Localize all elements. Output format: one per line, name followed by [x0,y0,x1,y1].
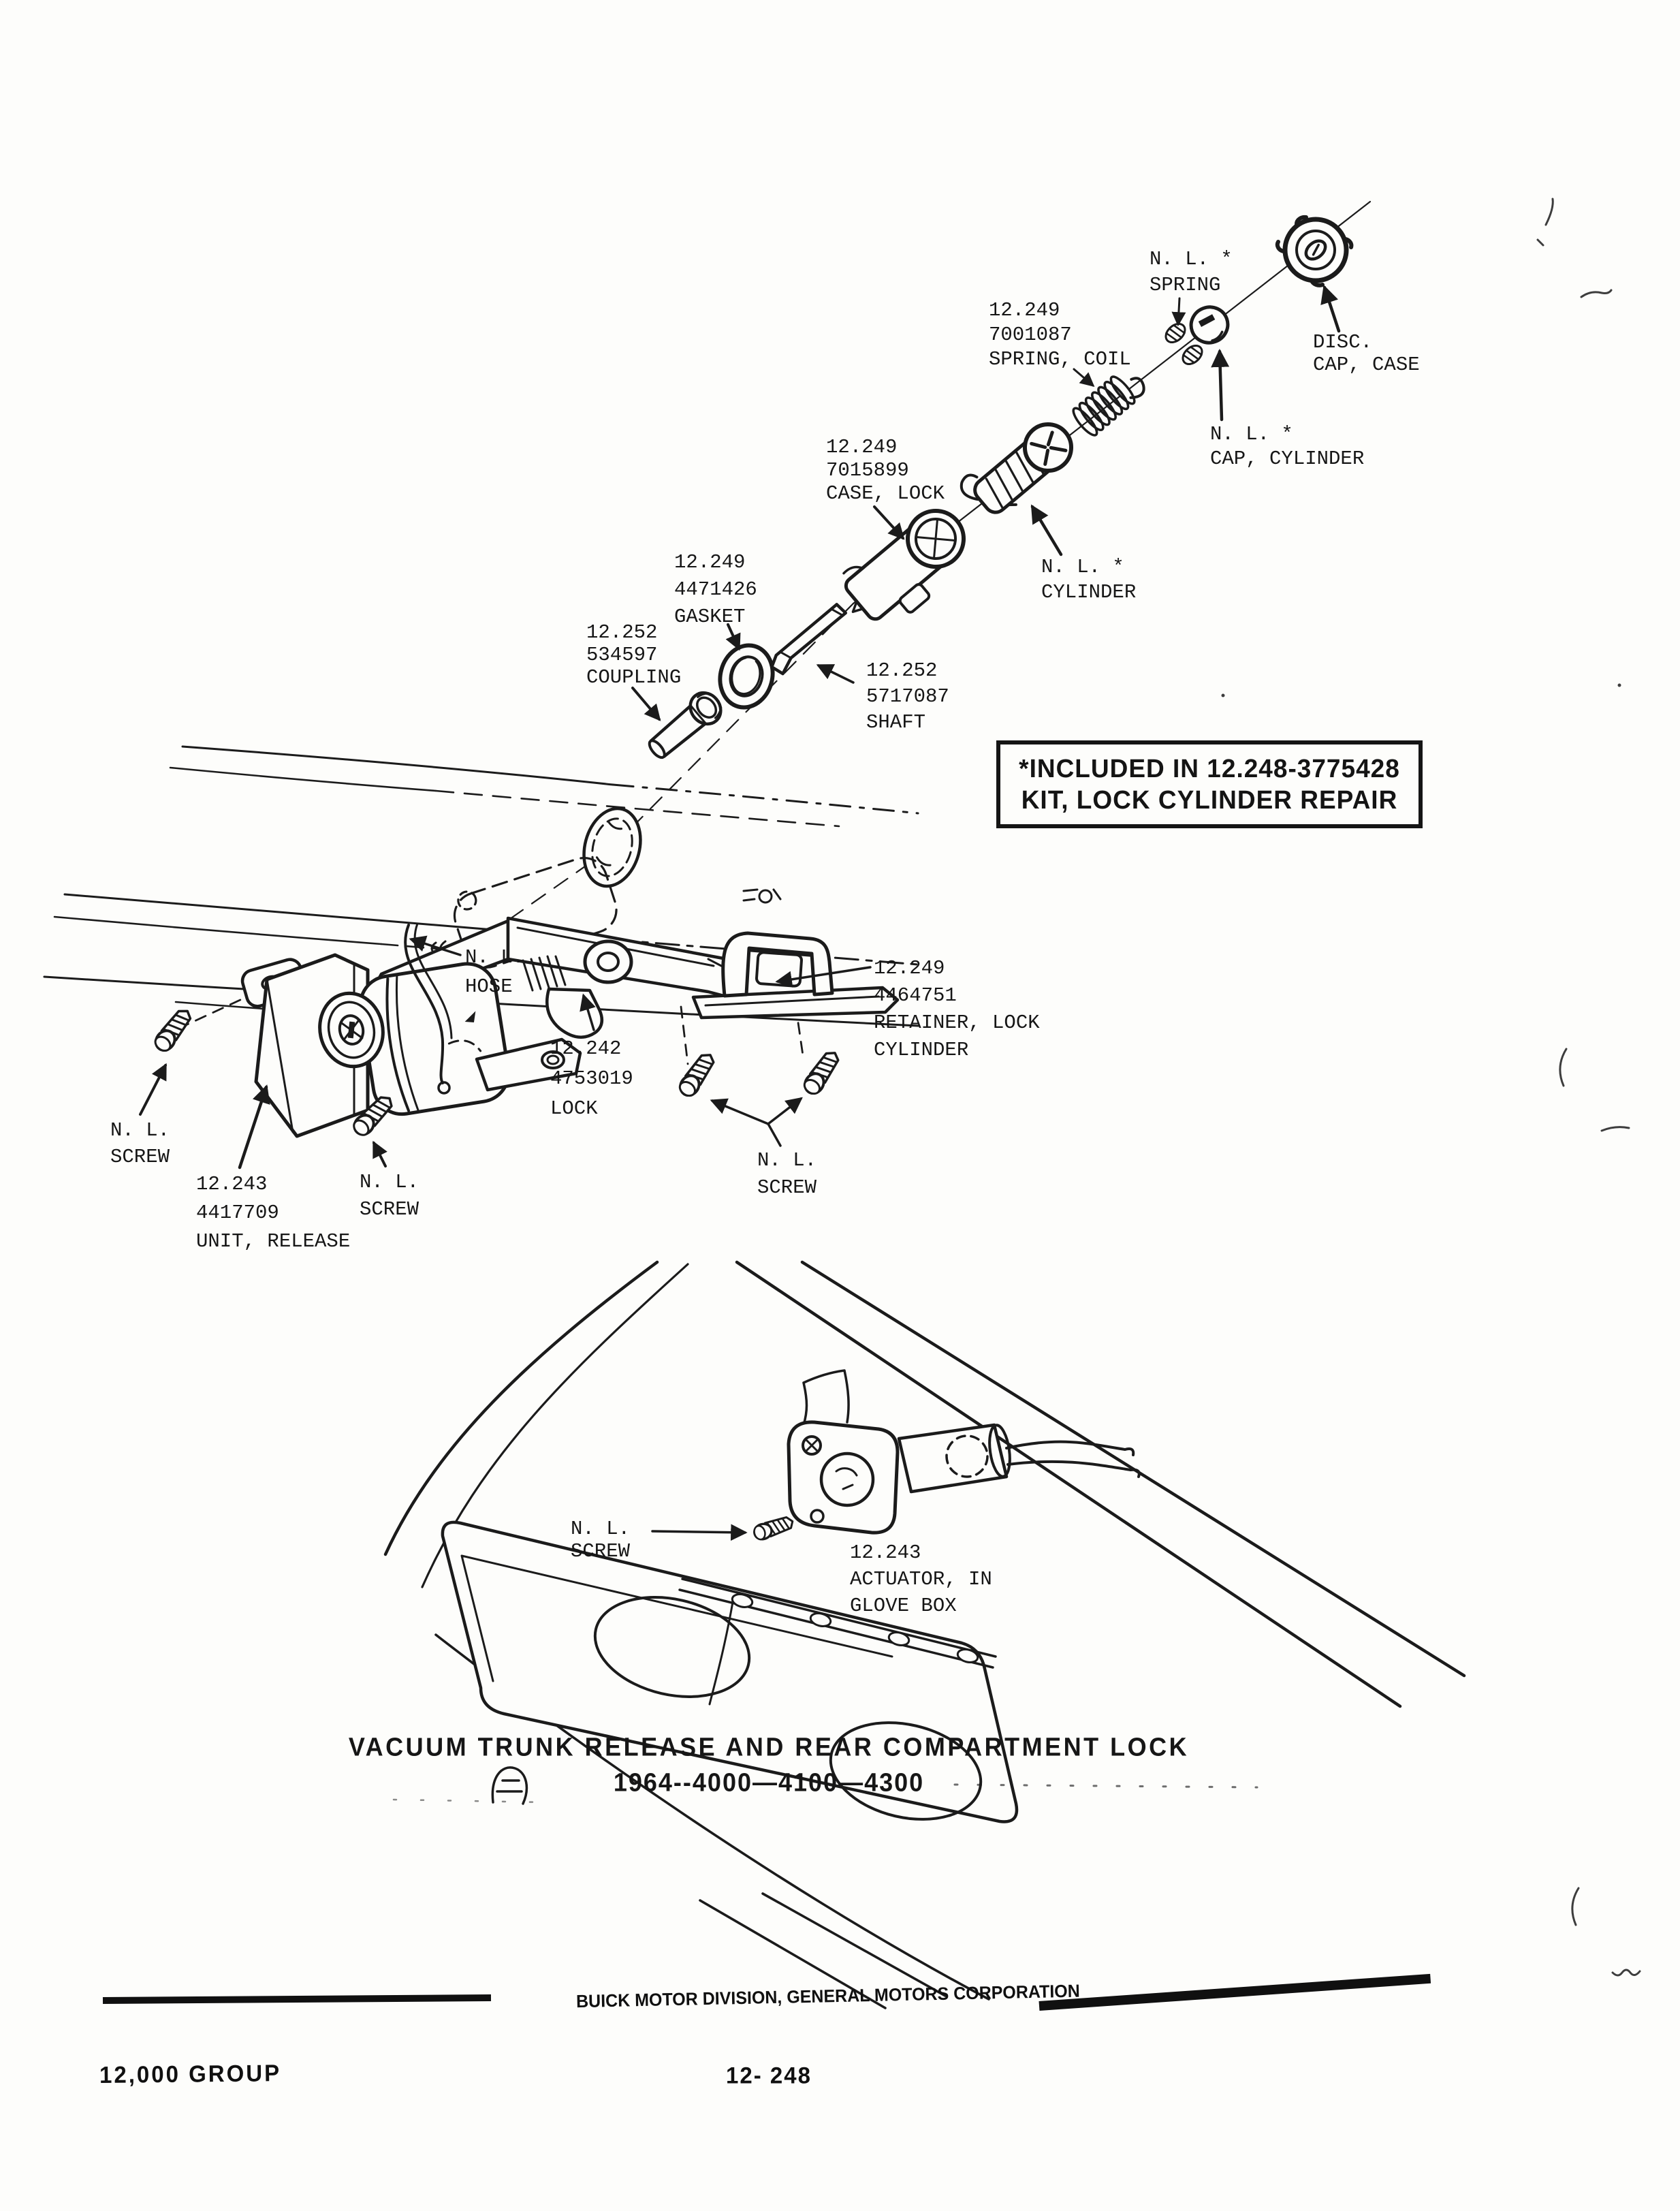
glove-box-actuator [787,1369,1141,1535]
label-actuator-line-0: 12.243 [850,1541,921,1564]
glove-box-door [441,1520,1019,1823]
label-screw-mid-line-1: SCREW [360,1198,419,1221]
label-spring-nl: N. L. * SPRING [1150,247,1233,298]
label-screw-glovebox-line-1: SCREW [571,1540,631,1563]
label-retainer-line-0: 12.249 [874,957,945,979]
label-spring-coil-line-0: 12.249 [989,299,1060,322]
label-screw-glovebox: N. L.SCREW [571,1518,630,1563]
label-gasket-line-0: 12.249 [674,551,746,574]
label-actuator-line-2: GLOVE BOX [850,1595,957,1617]
label-case-lock-line-2: CASE, LOCK [826,482,945,505]
label-screw-retainer-line-1: SCREW [757,1176,817,1199]
repair-kit-note-line-2: KIT, LOCK CYLINDER REPAIR [1021,785,1398,814]
figure-subtitle: 1964--4000—4100—4300 [613,1767,925,1797]
release-key-face [318,991,385,1069]
disc-cap-case-part [1275,215,1354,287]
label-unit-release-line-0: 12.243 [196,1173,268,1195]
repair-kit-note-box: *INCLUDED IN 12.248-3775428 KIT, LOCK CY… [996,740,1423,828]
label-coupling-line-2: COUPLING [586,666,682,689]
label-cylinder: N. L. * CYLINDER [1041,554,1136,605]
label-hose: N. L. HOSE [465,943,524,1001]
label-actuator-line-1: ACTUATOR, IN [850,1568,992,1590]
label-unit-release-line-1: 4417709 [196,1202,279,1224]
label-shaft-line-2: SHAFT [866,711,926,734]
label-spring-coil-line-1: 7001087 [989,324,1072,346]
shaft-part [770,603,848,676]
leader-arrows [139,285,1341,1541]
gasket-part [718,643,775,710]
label-disc-cap-case: DISC.CAP, CASE [1313,331,1420,376]
label-lock-line-0: 12.242 [550,1037,622,1060]
label-screw-glovebox-line-0: N. L. [571,1518,631,1540]
label-shaft-line-0: 12.252 [866,659,938,682]
footer-group-number: 12,000 GROUP [99,2059,282,2088]
panel-clip-mark-right [742,888,782,902]
repair-kit-note-line-1: *INCLUDED IN 12.248-3775428 [1019,754,1400,783]
retainer-part [691,931,900,1020]
coil-spring-part [1072,375,1145,437]
label-screw-mid: N. L. SCREW [360,1169,419,1223]
label-disc-cap-case-line-0: DISC. [1313,331,1373,354]
label-hose-line-1: HOSE [465,975,513,998]
cylinder-cap-part [1189,305,1230,345]
label-spring-nl-line-1: SPRING [1150,274,1221,296]
label-coupling-line-0: 12.252 [586,621,658,644]
label-retainer-line-2: RETAINER, LOCK [874,1012,1040,1034]
lock-case-part [842,509,966,621]
figure-title: VACUUM TRUNK RELEASE AND REAR COMPARTMEN… [348,1731,1190,1761]
label-gasket-line-1: 4471426 [674,578,757,601]
label-screw-left-line-1: SCREW [110,1146,170,1168]
label-unit-release-line-2: UNIT, RELEASE [196,1230,351,1253]
vacuum-release-unit [240,953,582,1138]
label-retainer-line-3: CYLINDER [874,1039,969,1061]
label-disc-cap-case-line-1: CAP, CASE [1313,354,1420,376]
label-cylinder-line-1: CYLINDER [1041,581,1137,603]
label-lock-line-2: LOCK [550,1097,598,1120]
label-screw-left: N. L. SCREW [110,1117,170,1170]
label-cylinder-line-0: N. L. * [1041,556,1124,578]
label-cap-cylinder: N. L. * CAP, CYLINDER [1210,422,1364,471]
coupling-part [648,691,723,759]
label-cap-cylinder-line-1: CAP, CYLINDER [1210,448,1365,470]
label-lock-line-1: 4753019 [550,1067,633,1090]
label-spring-nl-line-0: N. L. * [1150,248,1233,270]
lock-cylinder-part [960,422,1073,514]
label-hose-line-0: N. L. [465,946,525,969]
label-shaft-line-1: 5717087 [866,685,949,708]
scan-artifacts [392,198,1641,1977]
panel-hole-grommet [582,806,642,888]
label-retainer-line-1: 4464751 [874,984,957,1007]
label-gasket-line-2: GASKET [674,606,746,628]
label-screw-retainer: N. L. SCREW [757,1147,817,1202]
label-coupling-line-1: 534597 [586,644,658,666]
footer-page-number: 12- 248 [726,2062,812,2088]
label-screw-mid-line-0: N. L. [360,1171,419,1193]
label-screw-retainer-line-0: N. L. [757,1149,817,1172]
label-spring-coil-line-2: SPRING, COIL [989,348,1131,371]
label-case-lock-line-0: 12.249 [826,436,898,458]
label-cap-cylinder-line-0: N. L. * [1210,423,1293,445]
label-case-lock-line-1: 7015899 [826,459,909,482]
label-screw-left-line-0: N. L. [110,1119,170,1142]
